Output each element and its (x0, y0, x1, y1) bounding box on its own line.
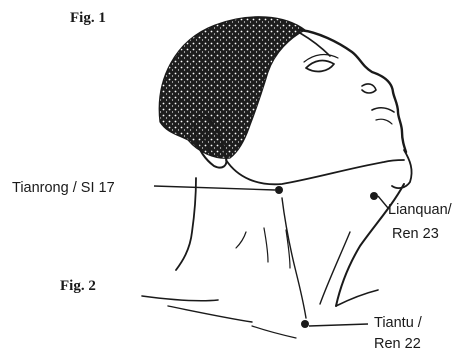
eye (306, 61, 334, 72)
tianrong-point (275, 186, 283, 194)
nostril (362, 84, 376, 93)
shoulder-right (336, 290, 378, 306)
clavicle-left-2 (168, 306, 252, 322)
lip (376, 119, 392, 124)
neck-back (176, 178, 196, 270)
face-outline (300, 30, 406, 152)
tiantu-leader (309, 324, 368, 326)
clavicle-left (142, 296, 218, 301)
mouth (372, 108, 394, 112)
throat-crease-2 (264, 228, 268, 262)
chin-line (392, 150, 412, 188)
fig2-caption: Fig. 2 (60, 278, 96, 294)
lianquan-leader (378, 196, 388, 208)
tiantu-code: Ren 22 (374, 336, 421, 351)
tiantu-label: Tiantu / (374, 315, 423, 331)
scm-right (320, 232, 350, 304)
tianrong-leader (154, 186, 275, 190)
lianquan-label: Lianquan/ (388, 202, 453, 218)
scm-left (282, 198, 306, 318)
tiantu-point (301, 320, 309, 328)
throat-crease-1 (236, 232, 246, 248)
fig1-caption: Fig. 1 (70, 10, 106, 26)
lianquan-point (370, 192, 378, 200)
lianquan-code: Ren 23 (392, 226, 439, 242)
tianrong-label: Tianrong / SI 17 (12, 180, 115, 196)
chest-line (252, 326, 296, 338)
jawline (226, 160, 404, 184)
hair (159, 17, 305, 159)
